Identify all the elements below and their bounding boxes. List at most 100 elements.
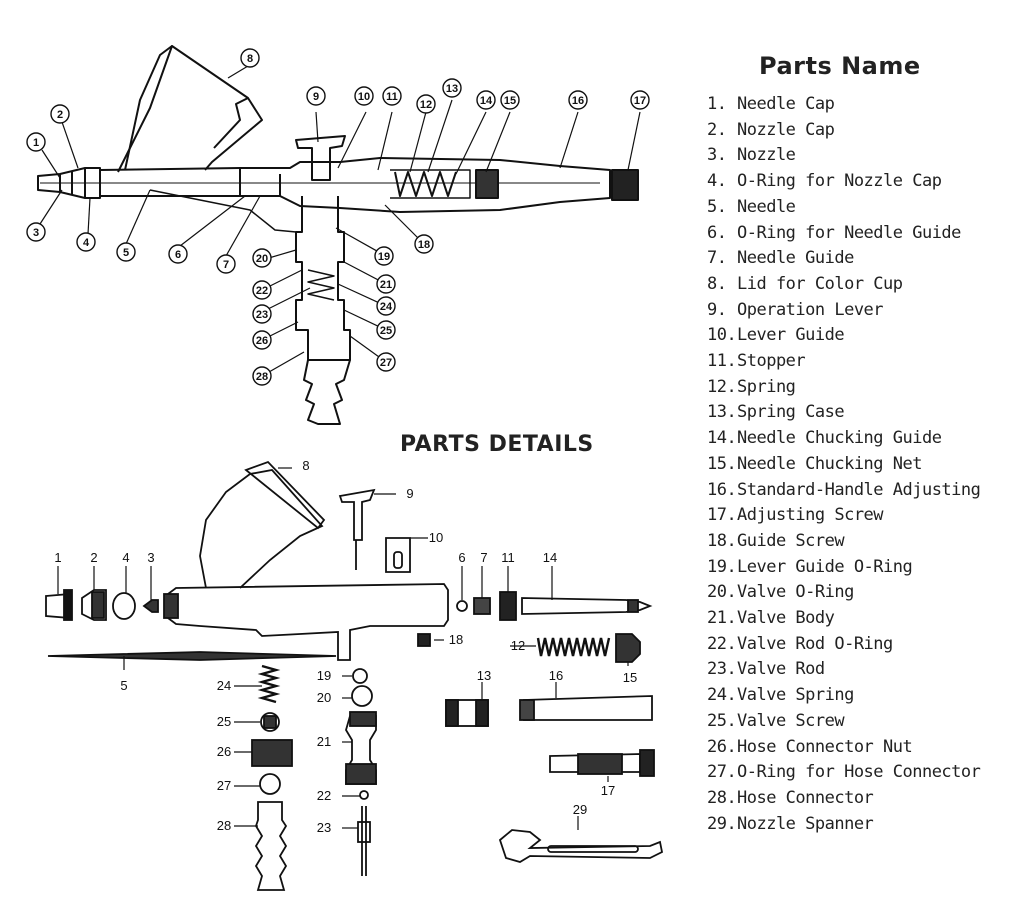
callout-3: 3: [26, 222, 46, 242]
part-body: [167, 583, 449, 661]
callout-22: 22: [252, 280, 272, 300]
parts-list-item: 5.Needle: [707, 195, 1022, 221]
part-number: 27.: [707, 762, 737, 783]
part-name: Lever Guide O-Ring: [737, 556, 913, 577]
exploded-label-20: 20: [317, 690, 331, 705]
part-name: Valve Spring: [737, 685, 854, 706]
exploded-drawing: [45, 460, 664, 891]
exploded-label-13: 13: [477, 668, 491, 683]
callout-11: 11: [382, 86, 402, 106]
part-number: 15.: [707, 453, 737, 474]
exploded-label-26: 26: [217, 744, 231, 759]
part-name: Needle Chucking Guide: [737, 428, 942, 449]
callout-23: 23: [252, 304, 272, 324]
part-name: Spring: [737, 376, 796, 397]
part-number: 26.: [707, 736, 737, 757]
callout-number: 16: [572, 95, 584, 107]
exploded-label-14: 14: [543, 550, 557, 565]
exploded-label-6: 6: [458, 550, 465, 565]
part-number: 19.: [707, 556, 737, 577]
callout-12: 12: [416, 94, 436, 114]
part-3-nozzle: [142, 599, 159, 613]
part-number: 13.: [707, 402, 737, 423]
part-name: Valve Screw: [737, 710, 845, 731]
part-28-hose-connector: [254, 801, 288, 891]
exploded-label-23: 23: [317, 820, 331, 835]
exploded-label-7: 7: [480, 550, 487, 565]
parts-list-item: 27.O-Ring for Hose Connector: [707, 760, 1022, 786]
part-number: 25.: [707, 710, 737, 731]
callout-number: 11: [386, 91, 398, 103]
exploded-label-3: 3: [147, 550, 154, 565]
part-number: 16.: [707, 479, 737, 500]
exploded-label-8: 8: [302, 458, 309, 473]
callout-number: 6: [175, 249, 181, 261]
part-5-needle: [47, 651, 337, 661]
parts-list-item: 22.Valve Rod O-Ring: [707, 632, 1022, 658]
part-number: 22.: [707, 633, 737, 654]
assembly-valve-column: [295, 196, 351, 361]
callout-number: 28: [256, 371, 268, 383]
part-number: 12.: [707, 376, 737, 397]
part-number: 14.: [707, 428, 737, 449]
part-12-spring: [536, 637, 611, 657]
part-name: Needle Chucking Net: [737, 453, 922, 474]
part-23-valve-rod: [361, 806, 367, 876]
callout-number: 25: [380, 325, 392, 337]
callout-17: 17: [630, 90, 650, 110]
part-name: Operation Lever: [737, 299, 884, 320]
part-4-o-ring: [112, 592, 136, 620]
part-name: Needle Guide: [737, 248, 854, 269]
parts-list-item: 28.Hose Connector: [707, 786, 1022, 812]
part-number: 1.: [707, 94, 727, 114]
callout-27: 27: [376, 352, 396, 372]
part-number: 9.: [707, 299, 727, 320]
part-number: 21.: [707, 608, 737, 629]
callout-number: 8: [247, 53, 253, 65]
part-name: Nozzle: [737, 145, 796, 166]
part-number: 5.: [707, 196, 727, 217]
callout-number: 14: [480, 95, 493, 107]
parts-list-item: 6.O-Ring for Needle Guide: [707, 221, 1022, 247]
parts-list-item: 29.Nozzle Spanner: [707, 812, 1022, 838]
part-name: Adjusting Screw: [737, 505, 884, 526]
parts-list-item: 12.Spring: [707, 375, 1022, 401]
part-7-needle-guide: [473, 597, 491, 615]
exploded-label-22: 22: [317, 788, 331, 803]
part-24-valve-spring: [257, 664, 281, 704]
callout-number: 5: [123, 247, 129, 259]
part-name: Stopper: [737, 351, 806, 372]
part-number: 11.: [707, 351, 737, 372]
part-16-handle: [523, 695, 653, 721]
exploded-label-11: 11: [501, 550, 515, 565]
callout-6: 6: [168, 244, 188, 264]
exploded-label-9: 9: [406, 486, 413, 501]
exploded-label-25: 25: [217, 714, 231, 729]
exploded-label-12: 12: [511, 638, 525, 653]
part-number: 2.: [707, 119, 727, 140]
assembly-hose-connector: [303, 359, 351, 425]
part-number: 23.: [707, 659, 737, 680]
exploded-label-27: 27: [217, 778, 231, 793]
part-name: Nozzle Cap: [737, 119, 835, 140]
assembly-lever: [295, 135, 346, 181]
callout-number: 7: [223, 259, 229, 271]
exploded-label-24: 24: [217, 678, 231, 693]
parts-list-item: 17.Adjusting Screw: [707, 503, 1022, 529]
part-6-o-ring: [456, 600, 468, 612]
part-name: O-Ring for Hose Connector: [737, 762, 981, 783]
part-27-o-ring: [259, 773, 281, 795]
parts-list-item: 3.Nozzle: [707, 143, 1022, 169]
callout-1: 1: [26, 132, 46, 152]
callout-4: 4: [76, 232, 96, 252]
part-number: 24.: [707, 685, 737, 706]
part-22-valve-rod-o-ring: [359, 790, 369, 800]
part-15-chucking-net: [615, 633, 641, 663]
part-name: Valve Body: [737, 608, 835, 629]
exploded-label-19: 19: [317, 668, 331, 683]
parts-list-item: 1.Needle Cap: [707, 92, 1022, 118]
